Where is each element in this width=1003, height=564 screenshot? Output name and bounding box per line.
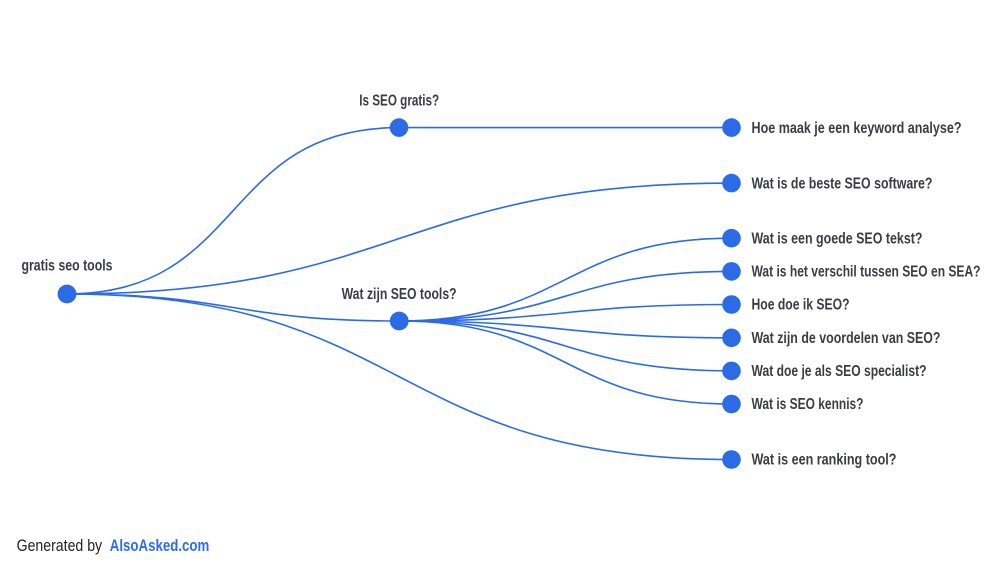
svg-text:AlsoAsked.com: AlsoAsked.com: [110, 537, 210, 555]
svg-text:Wat is SEO kennis?: Wat is SEO kennis?: [752, 396, 864, 413]
svg-text:Generated by: Generated by: [17, 537, 103, 555]
svg-text:Is SEO gratis?: Is SEO gratis?: [359, 92, 439, 109]
svg-text:Wat is het verschil tussen SEO: Wat is het verschil tussen SEO en SEA?: [752, 264, 981, 281]
svg-text:gratis seo tools: gratis seo tools: [22, 257, 113, 274]
svg-text:Wat zijn de voordelen van SEO?: Wat zijn de voordelen van SEO?: [752, 330, 941, 347]
svg-text:Wat is een goede SEO tekst?: Wat is een goede SEO tekst?: [752, 230, 923, 247]
svg-text:Wat doe je als SEO specialist?: Wat doe je als SEO specialist?: [752, 363, 927, 380]
svg-text:Wat is de beste SEO software?: Wat is de beste SEO software?: [752, 175, 933, 192]
svg-text:Wat zijn SEO tools?: Wat zijn SEO tools?: [342, 286, 457, 303]
svg-text:Wat is een ranking tool?: Wat is een ranking tool?: [752, 452, 897, 469]
svg-text:Hoe doe ik SEO?: Hoe doe ik SEO?: [752, 297, 850, 314]
svg-text:Hoe maak je een keyword analys: Hoe maak je een keyword analyse?: [752, 120, 962, 137]
